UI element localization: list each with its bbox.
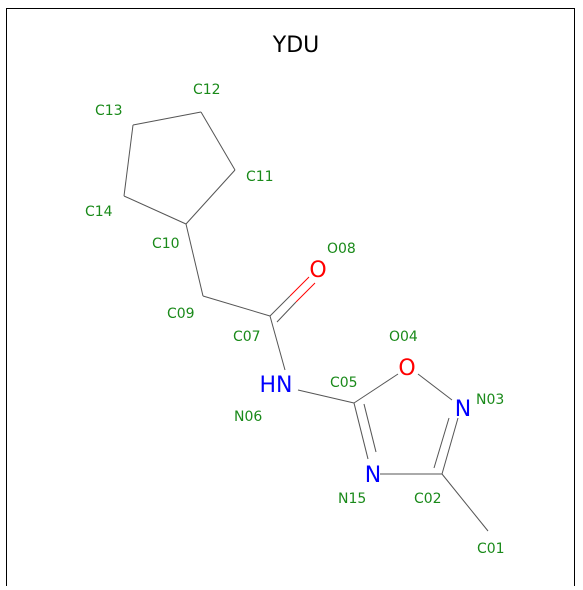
bond-c02-c01 [441, 473, 489, 532]
atom-label-c12: C12 [193, 82, 221, 98]
bond-c02-n03-b [433, 417, 450, 469]
bond-c11-c10 [185, 169, 236, 225]
bond-n06-c05 [297, 389, 355, 404]
bond-c07-o08-b-red [295, 282, 316, 303]
atom-symbol-o08: O [309, 258, 326, 283]
bond-c09-c07 [202, 295, 271, 317]
atom-label-n03: N03 [476, 392, 504, 408]
atom-label-c11: C11 [246, 169, 274, 185]
atom-label-c10: C10 [152, 236, 180, 252]
carbonyl-bond [269, 276, 316, 323]
atom-label-c09: C09 [167, 306, 195, 322]
bond-c05-n15-b [363, 403, 377, 453]
molecule-title: YDU [272, 33, 319, 58]
atom-label-o08: O08 [327, 241, 356, 257]
atom-label-n15: N15 [338, 491, 366, 507]
atom-labels: C12 C13 C11 C14 C10 O08 C09 C07 O04 C05 … [85, 82, 505, 557]
atom-symbol-n03: N [455, 397, 471, 422]
atom-label-c07: C07 [233, 329, 261, 345]
atom-label-c14: C14 [85, 204, 113, 220]
diagram-border [6, 8, 575, 590]
bond-c02-n03-a [441, 417, 459, 475]
bond-c10-c14 [123, 195, 187, 225]
atom-label-c02: C02 [414, 491, 442, 507]
bond-c07-o08-a [269, 295, 291, 317]
atom-label-o04: O04 [389, 329, 418, 345]
bond-c07-o08-a-red [289, 276, 310, 297]
bond-c07-n06 [269, 315, 286, 371]
bond-c12-c11 [200, 111, 236, 171]
atom-label-n06: N06 [234, 409, 262, 425]
bond-c13-c12 [132, 111, 202, 126]
atom-symbol-n15: N [365, 463, 381, 488]
bond-c07-o08-b [276, 301, 297, 323]
bonds [123, 111, 489, 532]
bond-c10-c09 [185, 223, 204, 297]
bond-c05-n15-a [353, 402, 369, 460]
atom-symbol-n06: HN [260, 373, 293, 398]
atom-symbol-o04: O [398, 356, 415, 381]
bond-c14-c13 [123, 124, 134, 197]
atom-label-c13: C13 [95, 103, 123, 119]
bond-n03-o04 [417, 373, 453, 401]
bond-c05-o04 [353, 373, 399, 404]
atom-label-c01: C01 [477, 541, 505, 557]
atom-label-c05: C05 [330, 375, 358, 391]
